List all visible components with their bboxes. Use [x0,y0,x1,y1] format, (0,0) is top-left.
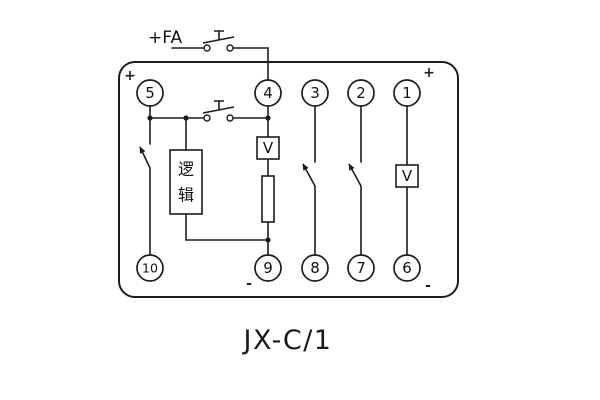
terminal-number: 4 [263,84,273,102]
junction-dot [183,115,189,121]
junction-dot [265,115,271,121]
terminal-2: 2 [347,79,375,107]
switch-contact [226,44,234,52]
junction-dot [147,115,153,121]
switch-actuator [214,30,224,40]
polarity-minus-9: - [246,276,252,292]
voltmeter-mid: V [256,136,280,160]
terminal-number: 8 [310,259,320,277]
terminal-number: 9 [263,259,273,277]
polarity-minus-6: - [425,278,431,294]
switch-contact [226,114,234,122]
terminal-circle [393,254,421,282]
switch-contact [203,114,211,122]
contact-left [139,146,151,169]
terminal-number: 3 [310,84,320,102]
terminal-5: 5 [136,79,164,107]
terminal-number: 2 [356,84,366,102]
switch-contact [203,44,211,52]
terminal-4: 4 [254,79,282,107]
voltmeter-box [395,164,419,188]
logic-box: 逻 辑 [169,149,203,215]
voltmeter-box [256,136,280,160]
terminal-1: 1 [393,79,421,107]
terminal-circle [347,79,375,107]
diagram-title: JX-C/1 [242,325,333,356]
junction-dots [147,115,271,243]
terminal-number: 7 [356,259,366,277]
voltmeter-right: V [395,164,419,188]
pushbutton-top [202,30,235,52]
terminal-6: 6 [393,254,421,282]
terminal-number: 1 [402,84,412,102]
logic-label-line2: 辑 [178,186,194,205]
contact-blade [139,146,151,169]
terminal-circle [136,79,164,107]
terminal-circle [347,254,375,282]
terminal-3: 3 [301,79,329,107]
junction-dot [265,237,271,243]
logic-label-line1: 逻 [178,160,194,179]
logic-box-outline [169,149,203,215]
polarity-plus-right: + [423,65,435,81]
polarity-plus-left: + [124,68,136,84]
pushbutton-inner [202,100,235,122]
terminal-10: 10 [136,254,164,282]
enclosure-border [118,61,459,298]
resistor [261,175,275,223]
wire-logic [185,117,269,241]
voltmeter-label: V [263,139,274,157]
contact-3-8 [302,163,316,187]
terminal-circle [301,79,329,107]
terminal-circle [254,79,282,107]
contact-blade [348,163,362,187]
wire-external-top [171,47,269,81]
terminal-circle [136,254,164,282]
terminal-circle [301,254,329,282]
terminal-number: 10 [142,261,158,276]
voltmeter-label: V [402,167,413,185]
wires [149,47,408,256]
contact-blade [302,163,316,187]
switch-actuator [214,100,224,110]
terminal-number: 5 [145,84,155,102]
terminal-8: 8 [301,254,329,282]
terminal-7: 7 [347,254,375,282]
contact-2-7 [348,163,362,187]
terminal-9: 9 [254,254,282,282]
terminal-circle [393,79,421,107]
power-label: +FA [148,28,182,48]
terminal-number: 6 [402,259,412,277]
terminal-circle [254,254,282,282]
